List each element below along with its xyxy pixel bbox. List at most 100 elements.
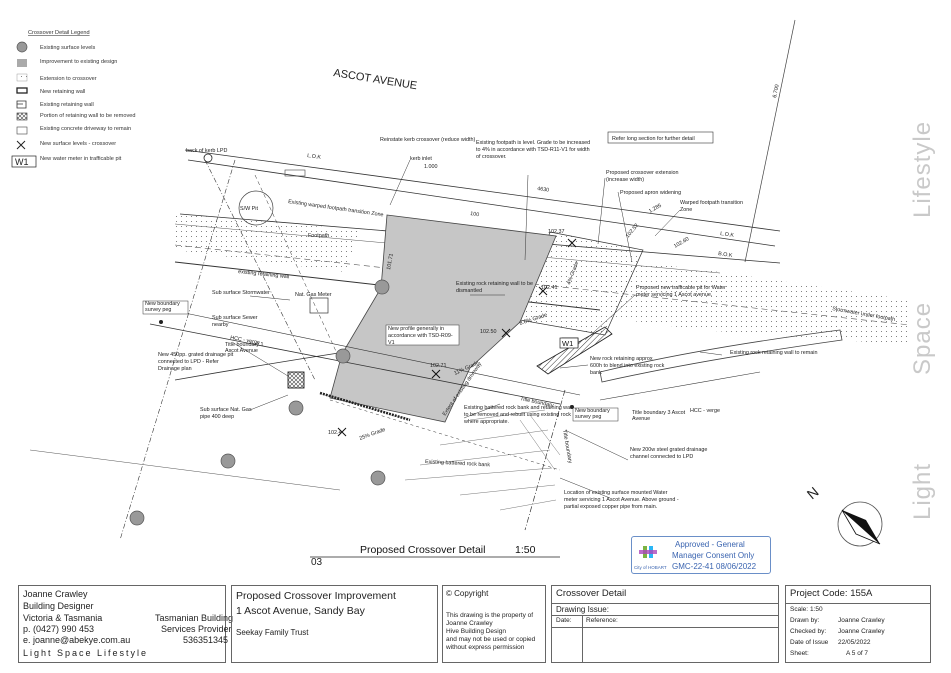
reference-col-label: Reference:: [586, 617, 618, 624]
drainage-pit-450: [287, 371, 305, 389]
legend-label: Portion of retaining wall to be removed: [40, 113, 135, 119]
tagline: Light Space Lifestyle: [23, 648, 149, 658]
date-col-label: Date:: [556, 617, 572, 624]
designer-panel: Joanne Crawley Building Designer Victori…: [18, 585, 233, 663]
sub-surface-gas-note: Sub surface Nat. Gas pipe 400 deep: [200, 407, 252, 420]
approval-stamp: City of HOBART Approved - General Manage…: [631, 536, 771, 574]
drainage-channel: [319, 391, 411, 422]
sewer-service: [254, 174, 341, 361]
level-label: 102.41: [541, 285, 558, 291]
city-logo-icon: [637, 544, 663, 566]
legend-symbol-dotted: [16, 73, 28, 82]
w1-label: W1: [562, 339, 573, 348]
info-value: 22/05/2022: [838, 639, 871, 646]
legend-label: New retaining wall: [40, 89, 85, 95]
info-divider: [786, 603, 930, 604]
gas-meter-label: Nat. Gas Meter: [295, 292, 332, 298]
legend-label: New surface levels - crossover: [40, 141, 116, 147]
legend-label: Extension to crossover: [40, 76, 97, 82]
tas-line1: Tasmanian Building: [155, 613, 234, 623]
title-boundary-vertical-label: Title boundary: [561, 429, 573, 464]
refer-long-box: [607, 131, 714, 144]
surface-level-marker: [335, 348, 351, 364]
level-label: 102.4: [328, 430, 342, 436]
bok-label: B.O.K: [718, 251, 733, 259]
stamp-org: City of HOBART: [634, 565, 667, 570]
copyright-title: © Copyright: [446, 589, 489, 598]
legend-label: Improvement to existing design: [40, 59, 117, 65]
designer-name: Joanne Crawley: [23, 589, 88, 599]
legend: Crossover Detail Legend Existing surface…: [11, 30, 135, 168]
boundary-line: [744, 19, 796, 263]
licence-number: 536351345: [183, 635, 229, 645]
level-label: 102.37: [548, 229, 565, 235]
existing-rock-wall: [599, 329, 843, 383]
legend-symbol-wall: [16, 87, 28, 94]
rock-wall-dismantled-note: Existing rock retaining wall to be disma…: [456, 281, 533, 294]
boundary-peg-left: [159, 320, 163, 324]
kerb-curve-left: [174, 351, 346, 381]
drainage-channel-note: New 200w steel grated drainage channel c…: [630, 447, 707, 460]
copyright-line: without express permission: [446, 644, 525, 651]
surface-level-marker: [288, 400, 304, 416]
watermark-lifestyle: Lifestyle: [909, 121, 936, 218]
legend-label: Existing retaining wall: [40, 102, 94, 108]
existing-footpath-note: Existing footpath is level. Grade to be …: [476, 140, 590, 160]
extent-driveway: [329, 399, 561, 471]
project-code: Project Code: 155A: [790, 588, 873, 599]
north-arrow: N: [804, 484, 883, 547]
copyright-line: Hive Building Design: [446, 628, 506, 635]
reinstate-kerb-label: Reinstate kerb crossover (reduce width): [380, 137, 475, 143]
info-value: Joanne Crawley: [838, 617, 885, 624]
info-label: Drawn by:: [790, 617, 820, 624]
legend-label: Existing concrete driveway to remain: [40, 126, 131, 132]
level-label: 102.60: [673, 236, 690, 249]
lok-line: [184, 149, 781, 232]
battered-bank-label: Existing battered rock bank: [425, 459, 491, 468]
sw-pit-label: S/W Pit: [240, 206, 258, 212]
boundary-peg-right-note: New boundary survey peg: [575, 408, 610, 420]
legend-symbol-hatched: [16, 112, 28, 121]
project-title: Proposed Crossover Improvement: [236, 590, 396, 602]
copyright-panel: © Copyright This drawing is the property…: [442, 585, 546, 663]
dim-100: 100: [470, 211, 480, 218]
legend-symbol-wall-existing: [16, 100, 27, 109]
new-rock-wall: [536, 326, 613, 375]
level-label: 101.71: [386, 253, 395, 270]
title-boundary-left-note: Title boundary 1 Ascot Avenue: [225, 342, 263, 354]
battered-rock-note: Existing battered rock bank and retainin…: [464, 405, 572, 425]
hcc-verge-line: [179, 311, 581, 396]
info-value: Joanne Crawley: [838, 628, 885, 635]
drawing-issue-label: Drawing Issue:: [556, 605, 609, 614]
project-address: 1 Ascot Avenue, Sandy Bay: [236, 605, 365, 617]
info-value: 1:50: [810, 606, 823, 613]
trafficable-pit-note: Proposed new trafficable pit for Water m…: [636, 285, 726, 298]
new-profile-box: [385, 324, 460, 346]
boundary-peg-left-note: New boundary survey peg: [145, 301, 180, 313]
lok-label: L.O.K: [307, 153, 322, 161]
designer-states: Victoria & Tasmania: [23, 613, 103, 623]
batter-line: [29, 449, 341, 491]
designer-phone: p. (0427) 990 453: [23, 624, 95, 634]
legend-label: New water meter in trafficable pit: [40, 156, 122, 162]
info-label: Date of Issue: [790, 639, 829, 646]
sheet-title: Crossover Detail: [556, 588, 627, 599]
warped-footpath-right-note: Warped footpath transition Zone: [680, 200, 743, 213]
surface-level-marker: [370, 470, 386, 486]
leader-lines: [231, 159, 723, 499]
level-label: 102.71: [430, 363, 447, 369]
title-boundary-right-note: Title boundary 3 Ascot Avenue: [632, 410, 685, 422]
legend-symbol-cross: [16, 140, 26, 150]
footpath-dotted-right: [590, 256, 910, 345]
surface-level-marker: [129, 510, 145, 526]
sub-surface-sewer-note: Sub surface Sewer nearby: [212, 315, 258, 328]
watermark-space: Space: [909, 302, 936, 375]
dim-1285: 1.285: [648, 203, 663, 215]
back-of-kerb-label: back of kerb LPD: [186, 148, 227, 154]
lok-label-right: L.O.K: [720, 231, 735, 239]
stamp-line1: Approved - General: [675, 540, 745, 549]
legend-symbol-w1: [11, 155, 37, 168]
project-panel: Proposed Crossover Improvement 1 Ascot A…: [231, 585, 438, 663]
new-profile-note: New profile generally in accordance with…: [388, 326, 453, 344]
